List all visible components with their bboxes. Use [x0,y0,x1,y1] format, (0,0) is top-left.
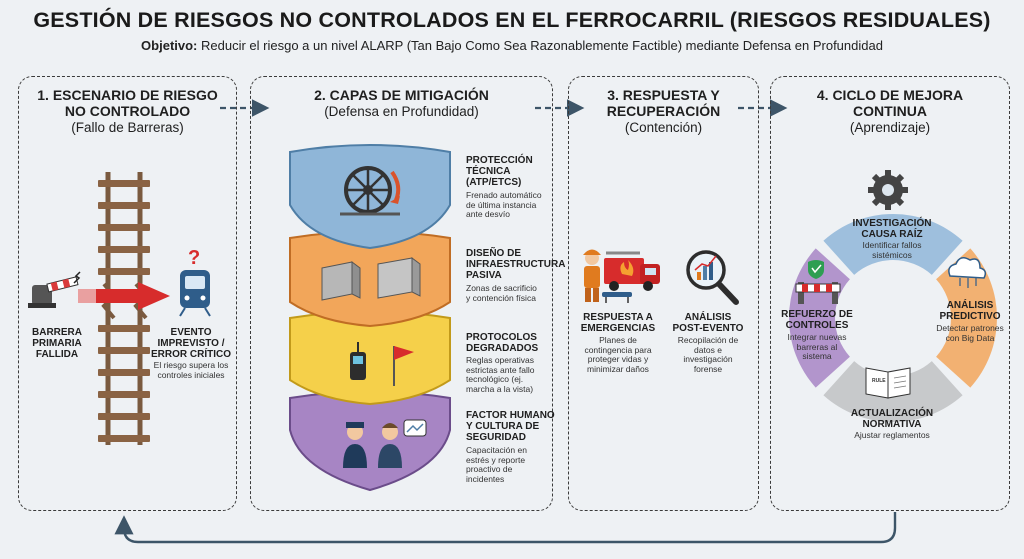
shield-technical [289,144,451,250]
panel-mitigation-layers: 2. CAPAS DE MITIGACIÓN (Defensa en Profu… [250,76,553,511]
normative-update-desc: Ajustar reglamentos [854,430,930,440]
panel2-subtitle: (Defensa en Profundidad) [324,104,479,119]
gear-icon [868,170,908,210]
magnifier-chart-icon [686,250,739,305]
train-icon [179,270,211,317]
radio-and-flag-icon [350,342,414,386]
concrete-barrier-icon [321,257,421,301]
failure-arrow-icon [78,282,170,310]
objective-text: Reducir el riesgo a un nivel ALARP (Tan … [201,38,883,53]
rulebook-icon: RULE [865,367,911,399]
stretcher-icon [602,292,632,303]
page-title: GESTIÓN DE RIESGOS NO CONTROLADOS EN EL … [33,8,991,32]
fire-truck-icon [604,251,660,291]
train-wheel-icon [340,166,401,216]
objective: Objetivo: Reducir el riesgo a un nivel A… [0,38,1024,53]
panel3-subtitle: (Contención) [624,120,703,135]
broken-barrier-icon [28,271,81,308]
ring-segment-root-cause [823,213,963,275]
staff-workers-icon [343,419,427,468]
cloud-data-icon [948,257,987,288]
firefighter-icon [583,249,601,302]
objective-label: Objetivo: [141,38,198,53]
panel2-title: 2. CAPAS DE MITIGACIÓN [314,87,489,103]
panel1-subtitle: (Fallo de Barreras) [71,120,184,135]
question-mark-icon: ? [188,247,200,269]
ring-segment-predictive [936,248,997,388]
barrier-shield-icon [795,260,841,304]
panel4-subtitle: (Aprendizaje) [849,120,931,135]
svg-text:RULE: RULE [872,378,886,384]
